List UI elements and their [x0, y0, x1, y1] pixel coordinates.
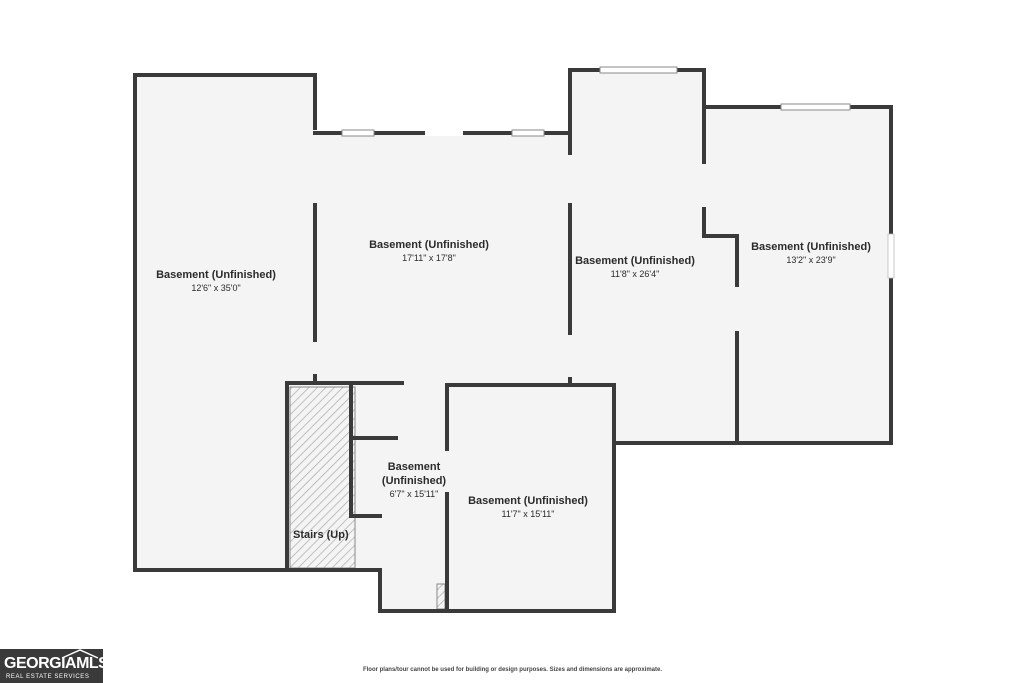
- room-dimensions: 12'6" x 35'0": [191, 283, 241, 293]
- stairs-label: Stairs (Up): [293, 529, 349, 541]
- window: [599, 66, 678, 74]
- room-label-4: Basement (Unfinished) 13'2" x 23'9": [751, 240, 871, 266]
- window: [511, 129, 545, 137]
- room-label-6: Basement (Unfinished) 11'7" x 15'11": [468, 494, 588, 520]
- room-dimensions: 17'11" x 17'8": [402, 253, 456, 263]
- window: [780, 103, 851, 111]
- windows: [341, 66, 851, 137]
- floor-area: [135, 70, 891, 611]
- room-name: Basement (Unfinished): [369, 239, 489, 251]
- room-name: Basement (Unfinished): [575, 255, 695, 267]
- door-opening: [887, 233, 895, 279]
- roof-icon: [61, 649, 99, 659]
- disclaimer: Floor plans/tour cannot be used for buil…: [362, 667, 663, 673]
- room-label-5: Basement (Unfinished) 6'7" x 15'11": [382, 460, 446, 500]
- stairs-hatch: [289, 386, 356, 569]
- room-name: Basement (Unfinished): [156, 269, 276, 281]
- room-label-1: Basement (Unfinished) 12'6" x 35'0": [156, 268, 276, 294]
- room-name: Basement (Unfinished): [381, 461, 447, 487]
- room-dimensions: 11'8" x 26'4": [610, 269, 660, 279]
- room-label-2: Basement (Unfinished) 17'11" x 17'8": [369, 238, 489, 264]
- room-dimensions: 13'2" x 23'9": [786, 255, 836, 265]
- room-name: Basement (Unfinished): [468, 495, 588, 507]
- logo-text: GEORGIAMLS: [4, 655, 109, 672]
- small-stair-hatch: [436, 583, 446, 610]
- window: [341, 129, 375, 137]
- room-label-3: Basement (Unfinished) 11'8" x 26'4": [575, 254, 695, 280]
- room-name: Basement (Unfinished): [751, 241, 871, 253]
- georgia-mls-logo: GEORGIAMLS REAL ESTATE SERVICES: [0, 649, 109, 683]
- room-dimensions: 6'7" x 15'11": [389, 489, 439, 499]
- door-opening: [425, 130, 463, 136]
- room-dimensions: 11'7" x 15'11": [501, 509, 555, 519]
- logo-subtext: REAL ESTATE SERVICES: [6, 674, 90, 680]
